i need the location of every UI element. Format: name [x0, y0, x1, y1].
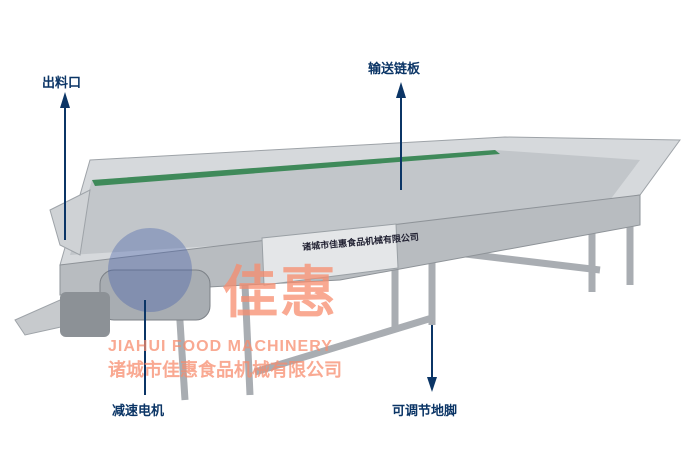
gearbox — [60, 292, 110, 337]
logo-watermark-circle — [108, 228, 192, 312]
label-outlet: 出料口 — [42, 76, 82, 91]
label-conveyor-chain-plate: 输送链板 — [368, 62, 421, 77]
outlet-chute — [49, 189, 91, 256]
watermark-brand: 佳惠 — [222, 261, 338, 326]
green-guide — [92, 150, 500, 186]
label-reduction-motor: 减速电机 — [112, 404, 165, 419]
watermark-brand-en: JIAHUI FOOD MACHINERY — [108, 338, 333, 355]
annotation-arrows — [60, 82, 437, 395]
watermark-company: 诸城市佳惠食品机械有限公司 — [108, 360, 342, 381]
label-adjustable-feet: 可调节地脚 — [392, 404, 458, 419]
nameplate — [261, 223, 399, 286]
